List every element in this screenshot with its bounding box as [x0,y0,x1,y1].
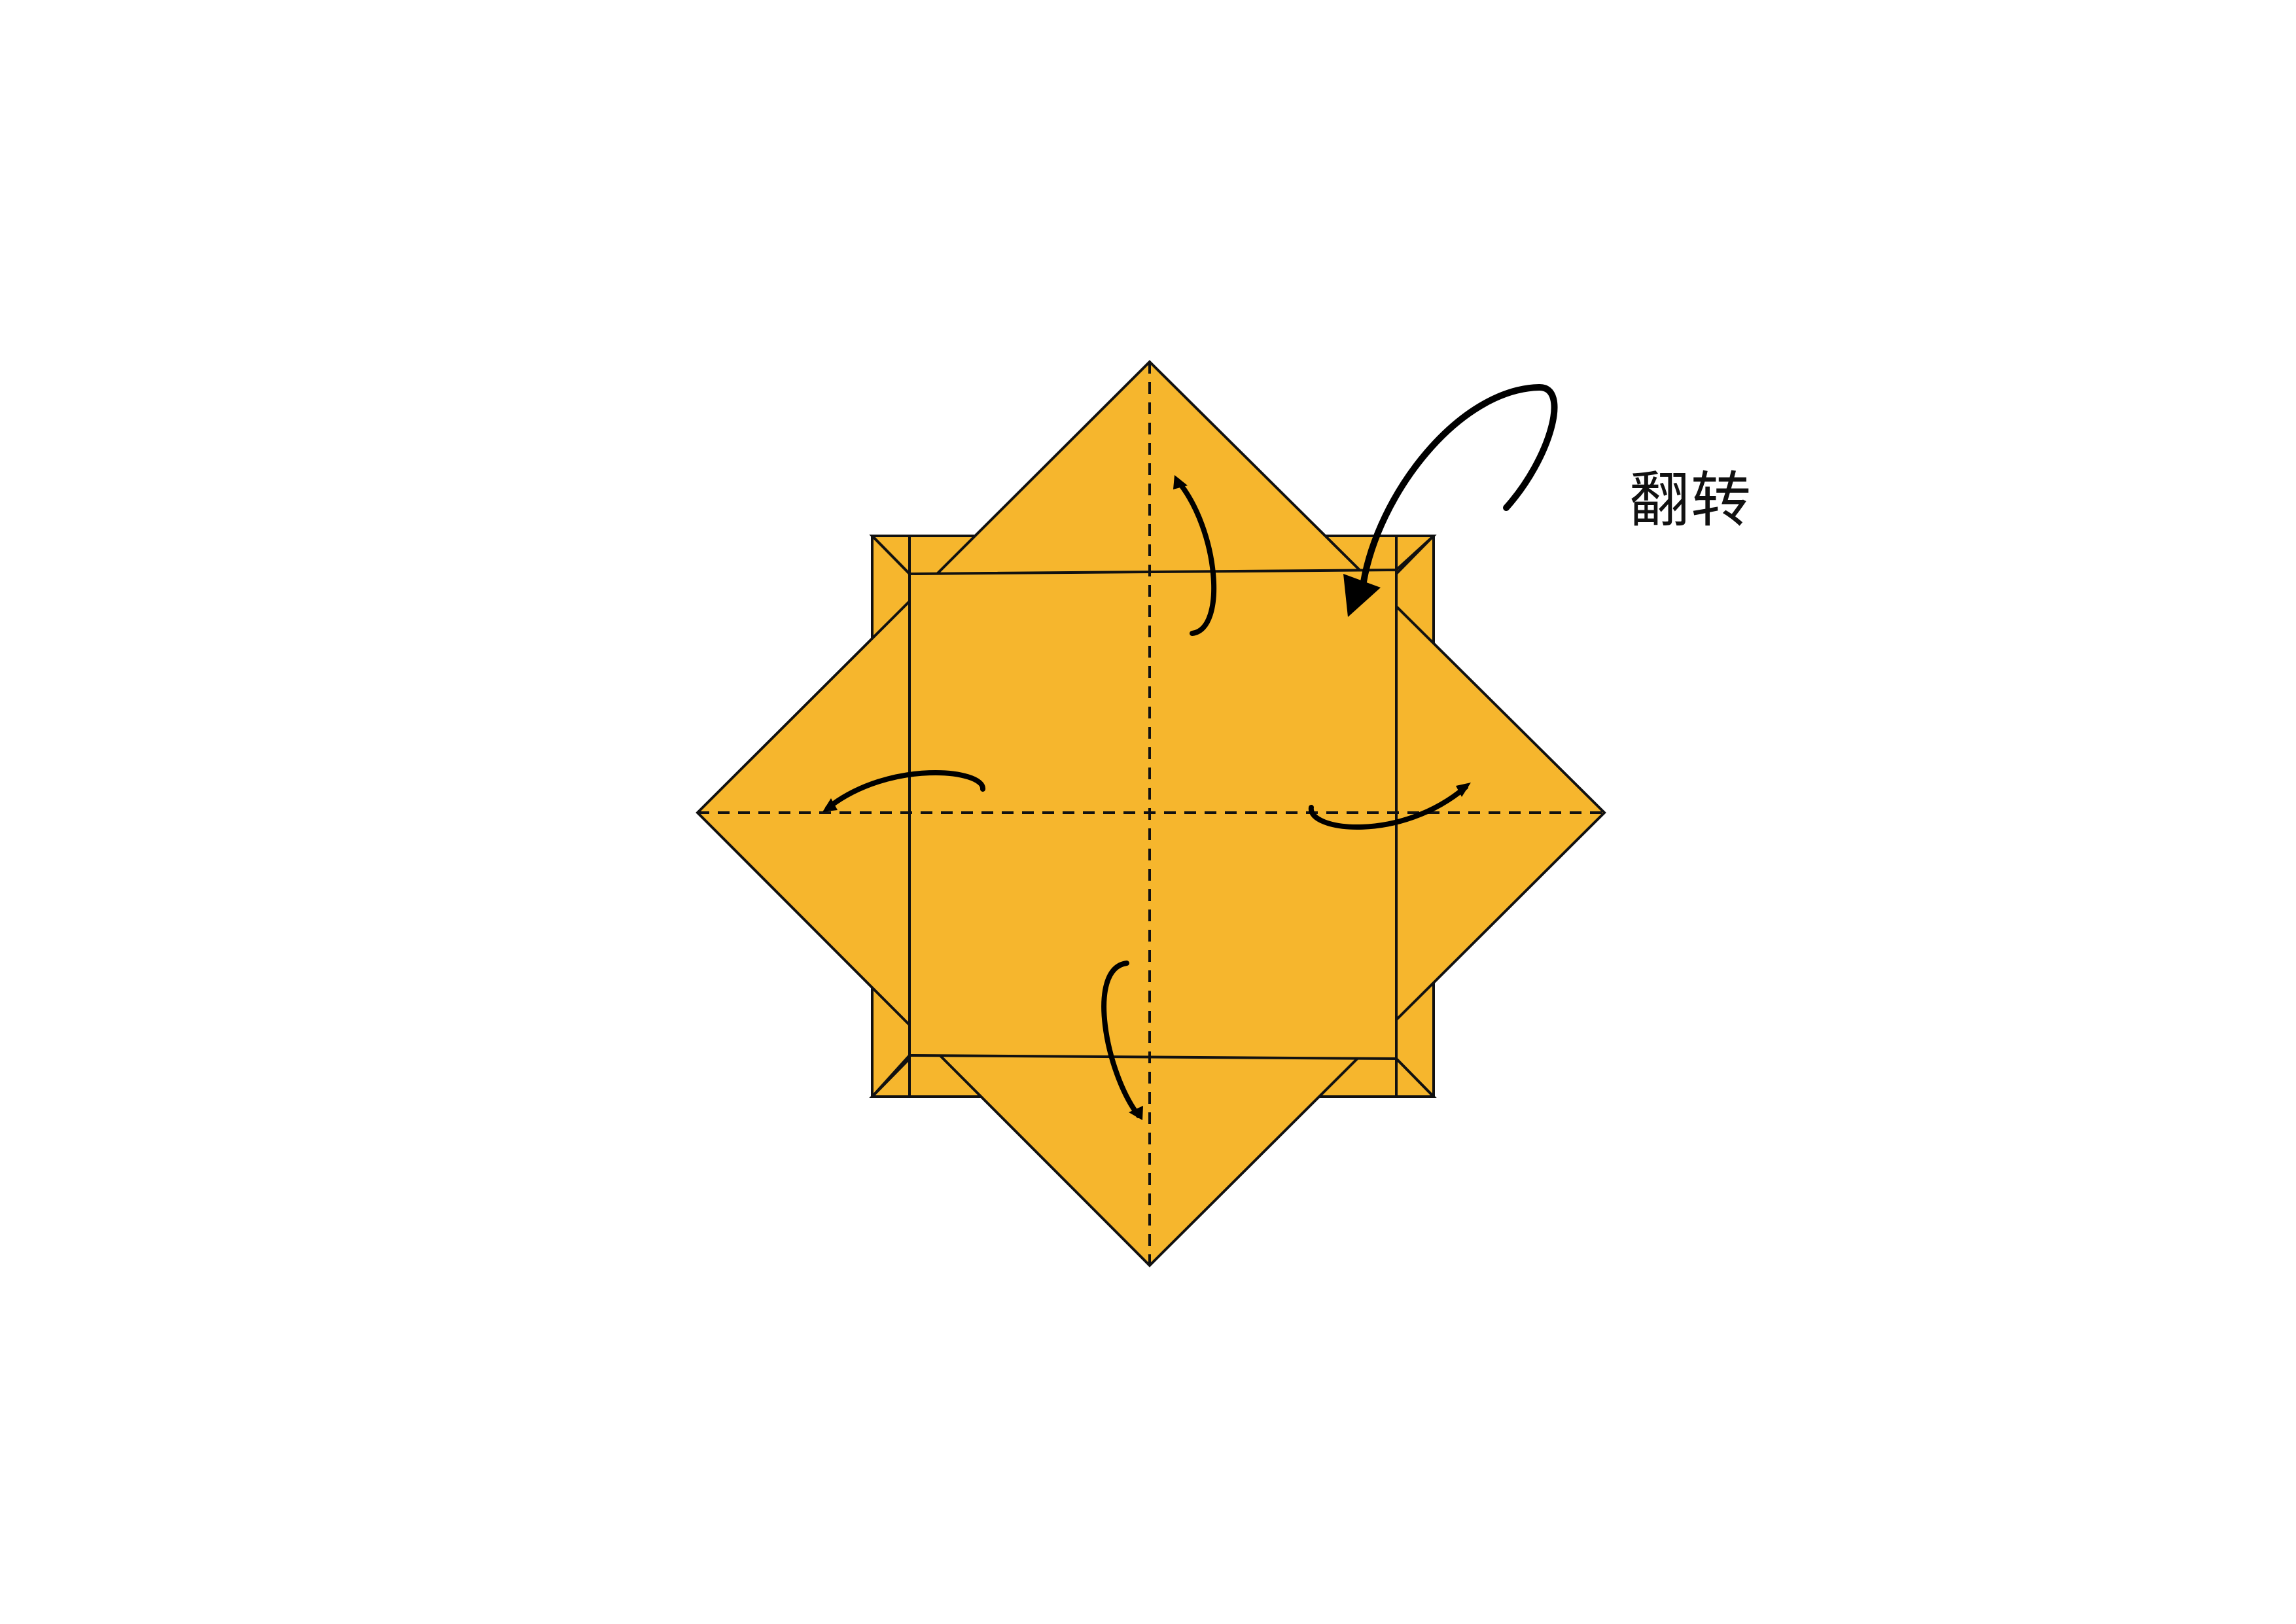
fold-arrow-bottom [1101,961,1143,1120]
inner-square [908,568,1398,1061]
flip-instruction-label: 翻转 [1629,465,1753,535]
fold-arrow-right [1308,783,1471,830]
fold-arrow-top [1173,475,1217,636]
corner-creases [871,535,1435,1098]
flip-over-arrow-icon [1343,383,1558,617]
fold-arrow-left [822,770,985,812]
